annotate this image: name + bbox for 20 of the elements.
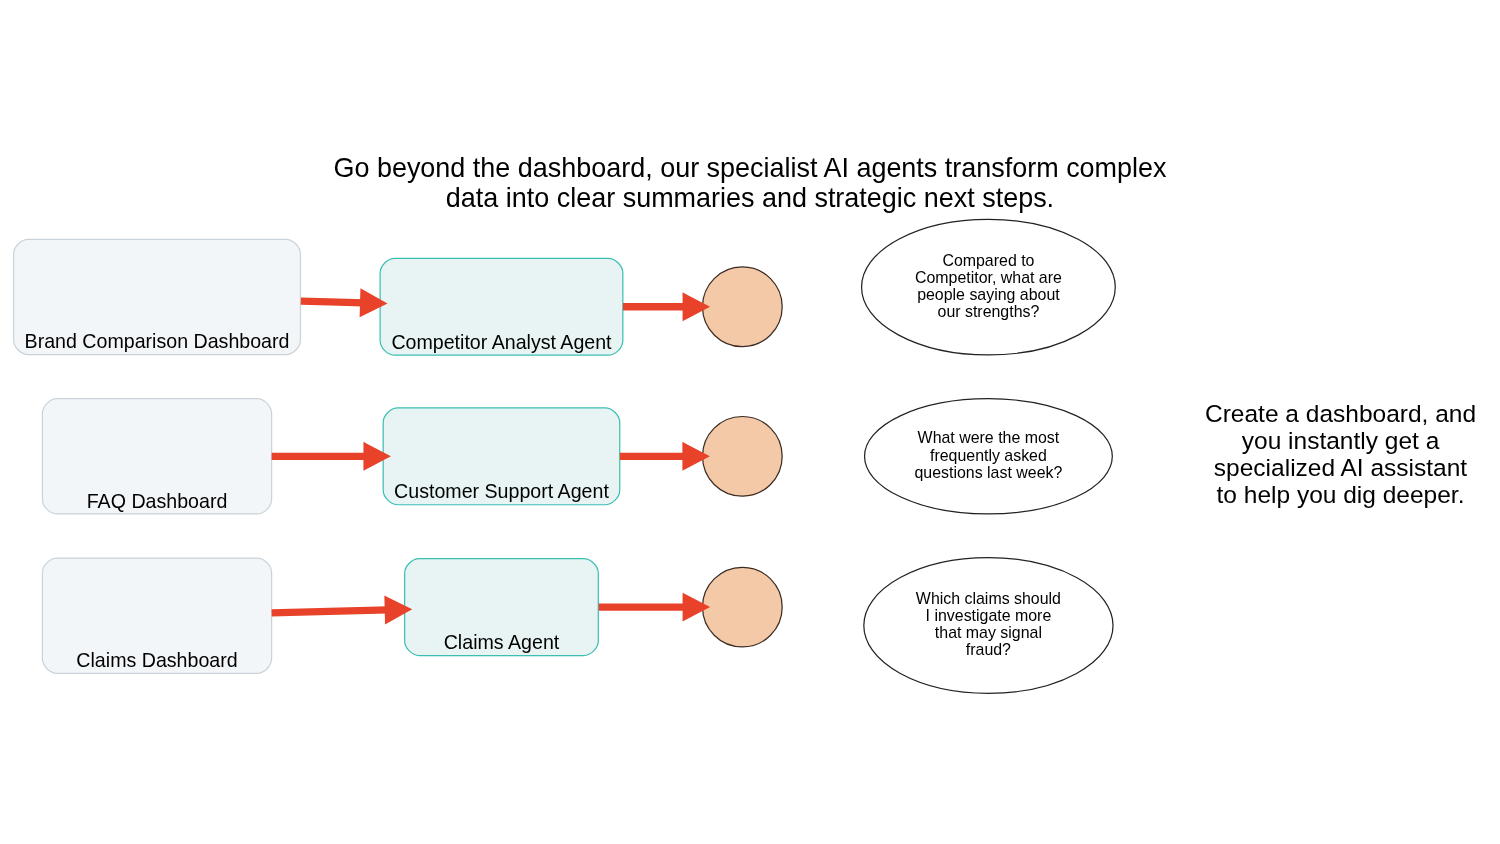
node-ellipse: What were the most frequently asked questions last week?	[863, 398, 1113, 515]
node-person	[701, 266, 783, 348]
node-box: Claims Agent	[404, 558, 599, 657]
node-box: Claims Dashboard	[41, 557, 273, 674]
node-box: Competitor Analyst Agent	[379, 257, 624, 356]
node-box: Brand Comparison Dashboard	[13, 238, 302, 356]
arrow	[619, 441, 710, 471]
node-ellipse: Which claims should I investigate more that may signal fraud?	[863, 557, 1114, 694]
node-box: Customer Support Agent	[382, 407, 621, 506]
node-person	[701, 415, 783, 497]
arrow	[300, 288, 388, 318]
label: Create a dashboard, and you instantly get a specialized AI assistant to help you dig deeper.	[1205, 400, 1477, 508]
node-box: FAQ Dashboard	[41, 398, 273, 515]
node-person	[701, 566, 783, 648]
arrow	[271, 441, 391, 471]
arrow	[598, 592, 711, 622]
diagram-title: Go beyond the dashboard, our specialist AI agents transform complex data into clear summaries and strategic next steps.	[333, 153, 1167, 213]
arrow	[271, 595, 413, 625]
arrow	[622, 292, 711, 322]
node-ellipse: Compared to Competitor, what are people saying about our strengths?	[860, 218, 1116, 356]
